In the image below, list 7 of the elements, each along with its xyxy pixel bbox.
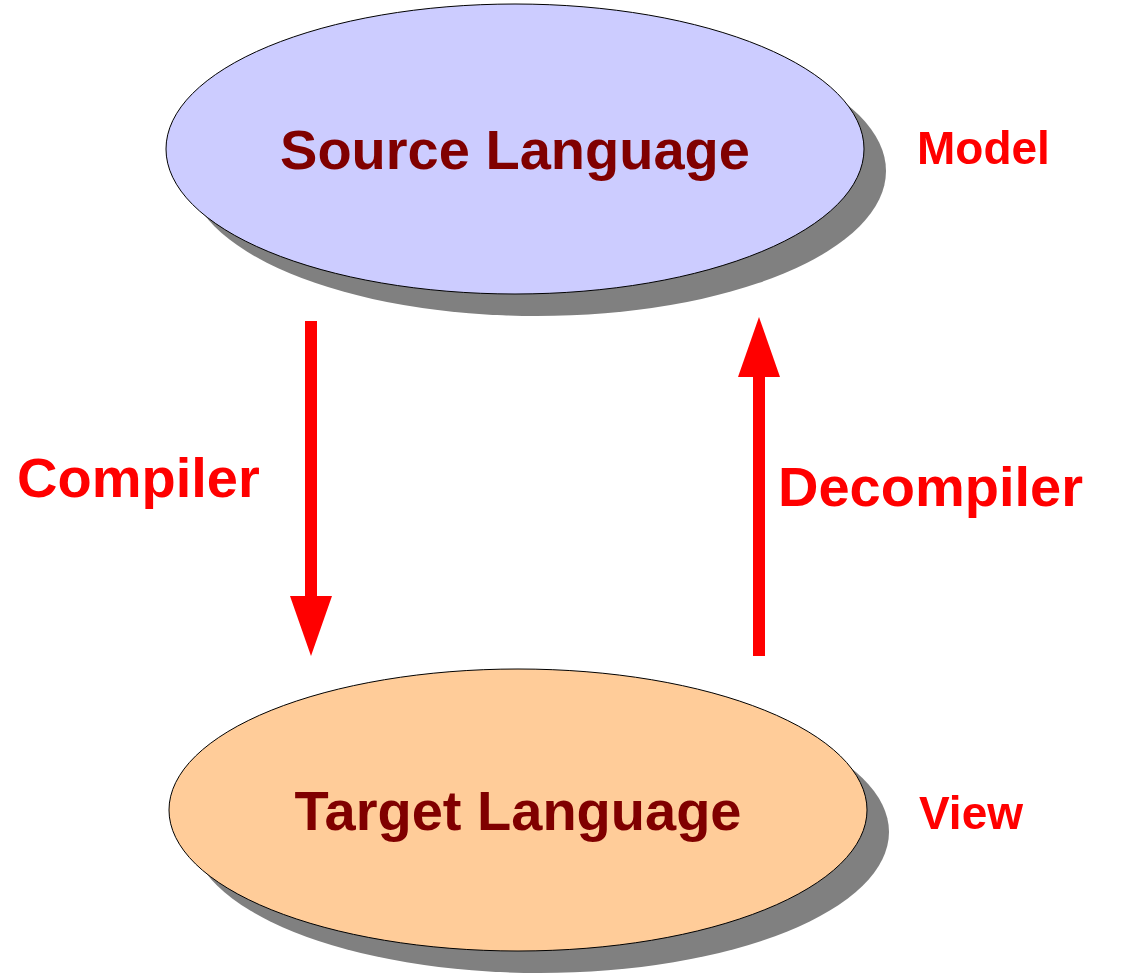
node-label: Source Language xyxy=(280,116,750,182)
node-label: Target Language xyxy=(294,777,742,843)
side-label: Model xyxy=(917,121,1050,175)
arrow xyxy=(290,321,332,656)
side-label: View xyxy=(919,786,1023,840)
arrow xyxy=(738,317,780,656)
ellipse-node xyxy=(168,668,892,976)
